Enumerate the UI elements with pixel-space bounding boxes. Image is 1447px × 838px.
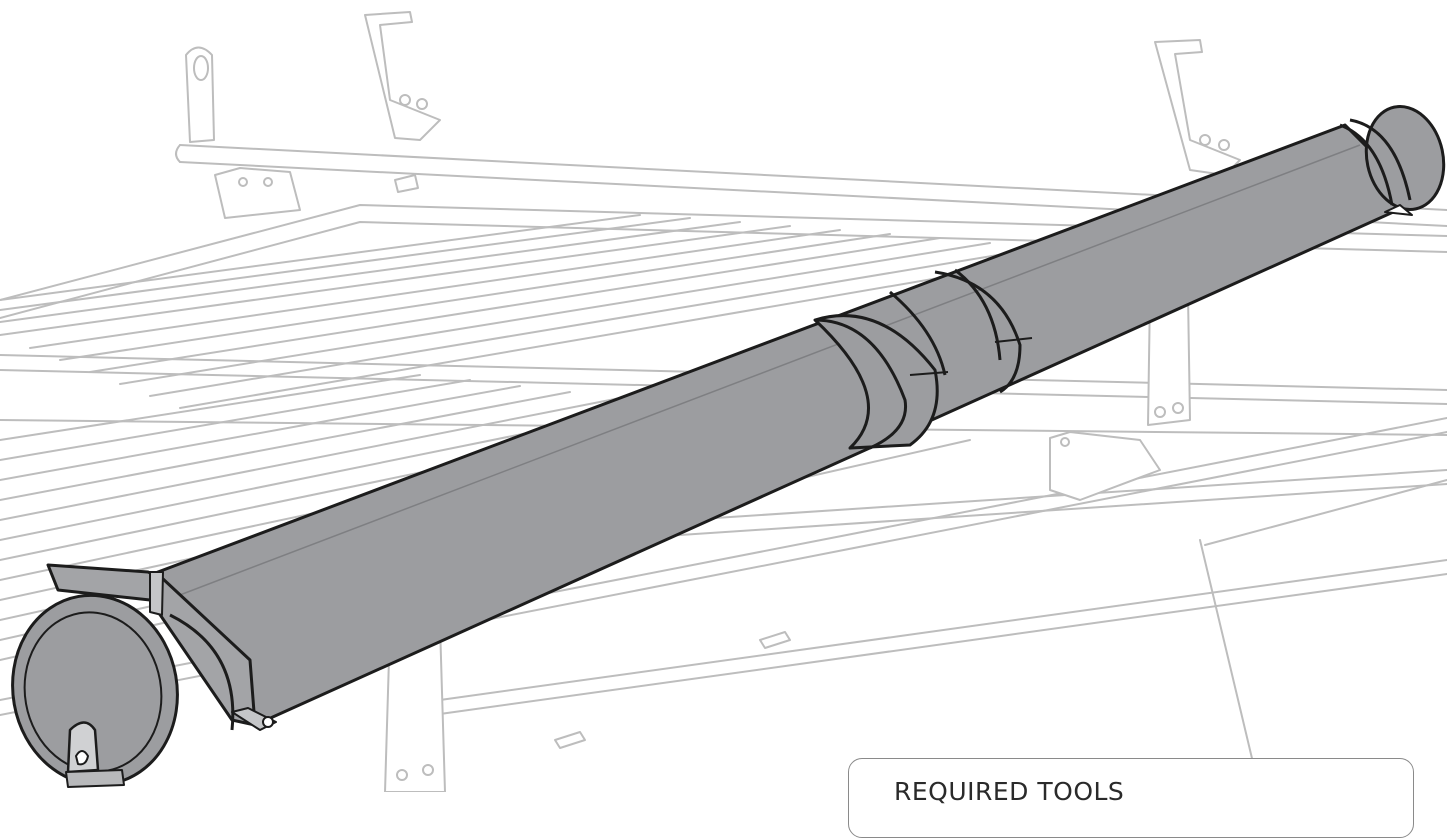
bracket-top-left [185, 11, 441, 219]
required-tools-panel: REQUIRED TOOLS [848, 758, 1414, 838]
awning-roof-rack-illustration [0, 11, 1447, 792]
rack-slats-upper [0, 214, 1091, 409]
bracket-top-right [1154, 39, 1241, 176]
awning-tube [11, 105, 1446, 788]
